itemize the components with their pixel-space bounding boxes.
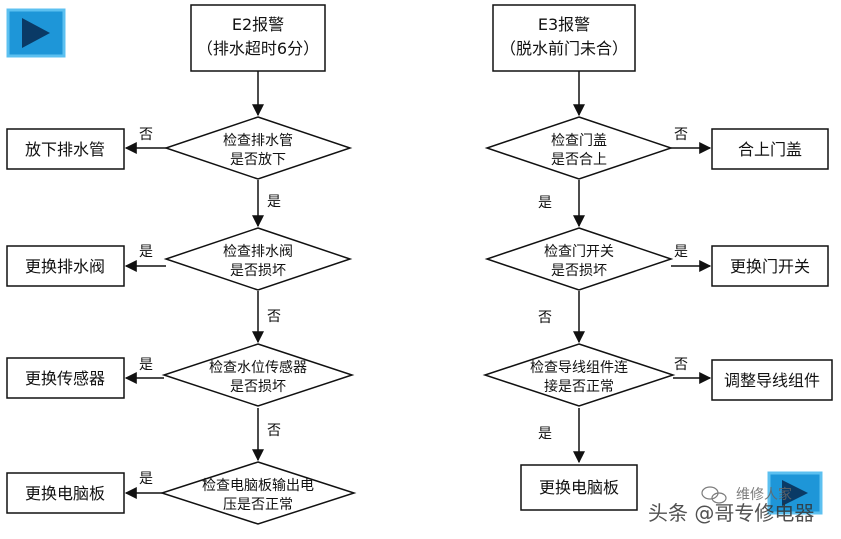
e3-d3-line1: 检查导线组件连 (530, 360, 628, 376)
e3-result-replace-board (520, 464, 638, 511)
e3-header-line1: E3报警 (538, 15, 590, 34)
e3-header-line2: （脱水前门未合） (500, 39, 628, 58)
e2-label-yes-2: 是 (139, 244, 153, 260)
e2-result-replace-board (6, 472, 125, 514)
e3-d1-line1: 检查门盖 (551, 133, 607, 149)
e2-decision-level-sensor (161, 343, 355, 407)
e2-decision-drain-hose (163, 116, 353, 180)
watermark-line1: 维修人家 (736, 486, 792, 503)
e2-d3-line1: 检查水位传感器 (209, 359, 307, 376)
e3-r2: 更换门开关 (730, 257, 810, 276)
watermark-line2: 头条 @哥专修电器 (648, 501, 814, 525)
watermark: 维修人家 头条 @哥专修电器 (648, 486, 814, 525)
e3-d1-line2: 是否合上 (551, 152, 607, 168)
e3-r3: 调整导线组件 (724, 371, 820, 390)
e3-result-adjust-wiring (711, 359, 833, 401)
e2-result-lower-drain-hose (6, 128, 125, 170)
e2-label-no-1: 否 (139, 127, 153, 143)
e2-r2: 更换排水阀 (25, 257, 105, 276)
e2-d1-line2: 是否放下 (230, 152, 286, 168)
play-icon (782, 480, 808, 506)
e2-d2-line1: 检查排水阀 (223, 244, 293, 260)
e3-r1: 合上门盖 (738, 140, 802, 159)
e2-d4-line2: 压是否正常 (223, 497, 293, 513)
e2-label-yes-3: 是 (139, 357, 153, 373)
e2-r4: 更换电脑板 (25, 484, 105, 503)
e3-decision-door-switch (484, 227, 674, 291)
e2-decision-board-voltage (159, 461, 357, 525)
e2-label-yes-1: 是 (267, 194, 281, 210)
e3-label-yes-2: 是 (674, 244, 688, 260)
e2-header-box (190, 4, 326, 72)
e2-label-yes-4: 是 (139, 471, 153, 487)
e3-flowchart: E3报警 （脱水前门未合） 检查门盖 是否合上 检查门开关 是否损坏 检查导线组… (482, 4, 833, 511)
wechat-icon (701, 486, 727, 504)
e2-d1-line1: 检查排水管 (223, 133, 293, 149)
e3-label-no-2: 否 (538, 310, 552, 326)
e2-d2-line2: 是否损坏 (230, 263, 286, 279)
e2-flowchart: E2报警 （排水超时6分） 检查排水管 是否放下 检查排水阀 是否损坏 检查水位… (6, 4, 357, 525)
e2-d3-line2: 是否损坏 (230, 379, 286, 395)
e3-label-yes-3: 是 (538, 426, 552, 442)
e3-label-yes-1: 是 (538, 195, 552, 211)
e3-result-replace-door-switch (711, 245, 829, 287)
e3-label-no-3: 否 (674, 357, 688, 373)
e2-d4-line1: 检查电脑板输出电 (202, 478, 314, 494)
e2-label-no-3: 否 (267, 423, 281, 439)
e3-decision-wiring (482, 343, 676, 407)
e2-decision-drain-valve (163, 227, 353, 291)
e3-d2-line2: 是否损坏 (551, 263, 607, 279)
play-icon (22, 18, 50, 48)
e3-header-box (492, 4, 636, 72)
e3-result-close-door (711, 128, 829, 170)
e2-label-no-2: 否 (267, 309, 281, 325)
e2-result-replace-drain-valve (6, 245, 125, 287)
play-badge-top-left[interactable] (6, 8, 66, 58)
e3-r4: 更换电脑板 (539, 478, 619, 497)
e2-result-replace-sensor (6, 357, 125, 399)
play-badge-bottom-right[interactable] (767, 471, 823, 515)
e3-label-no-1: 否 (674, 127, 688, 143)
e2-r1: 放下排水管 (25, 140, 105, 159)
e2-header-line2: （排水超时6分） (197, 39, 319, 58)
e3-decision-door-cover (484, 116, 674, 180)
e2-r3: 更换传感器 (25, 369, 105, 388)
play-badge-bg (6, 8, 66, 58)
e3-d3-line2: 接是否正常 (544, 378, 614, 395)
e3-d2-line1: 检查门开关 (544, 244, 614, 260)
e2-header-line1: E2报警 (232, 15, 284, 34)
